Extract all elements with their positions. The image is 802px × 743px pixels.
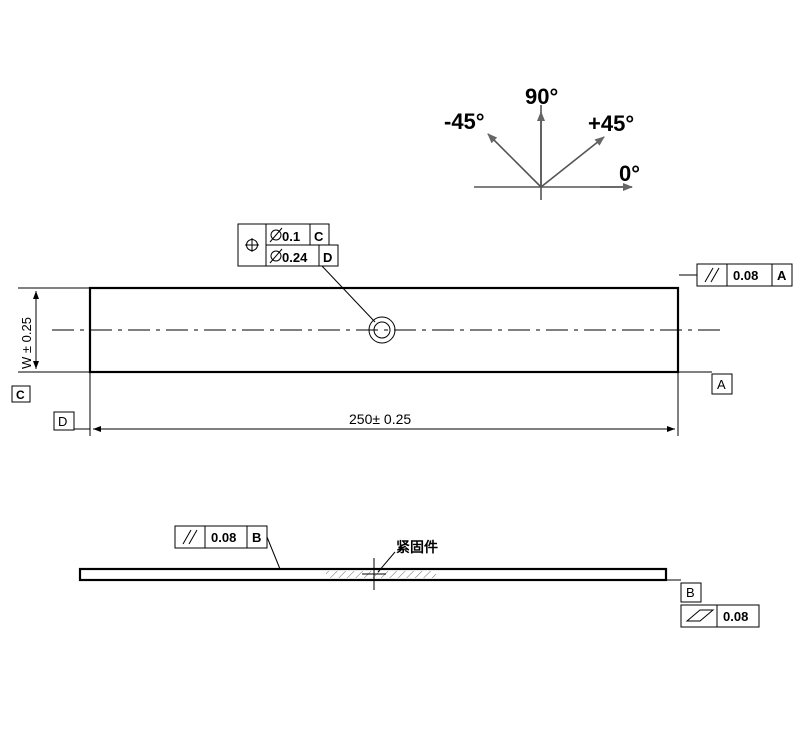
parallelism-a-tol: 0.08 xyxy=(733,268,758,283)
datum-d-box xyxy=(53,411,75,431)
diameter-symbol-icon-2 xyxy=(269,248,283,264)
datum-d-label: D xyxy=(58,414,67,429)
parallelism-symbol-icon xyxy=(704,267,720,283)
width-dimension-text: W ± 0.25 xyxy=(19,317,34,369)
top-view: 0.1 C 0.24 D 0.08 A A xyxy=(11,223,793,436)
parallelism-a-datum: A xyxy=(777,268,787,283)
datum-b-label: B xyxy=(686,585,695,600)
position-leader xyxy=(321,265,376,323)
datum-c-box xyxy=(11,385,31,403)
label-0-deg: 0° xyxy=(619,161,640,186)
fastener-label: 紧固件 xyxy=(396,539,438,555)
parallelism-frame-b: 0.08 B xyxy=(174,525,268,549)
hole-inner xyxy=(373,321,391,339)
parallelism-symbol-icon-b xyxy=(182,529,198,545)
position-tol-1: 0.1 xyxy=(282,229,300,244)
ply-angle-legend: 90° -45° +45° 0° xyxy=(444,84,640,200)
position-tol-2: 0.24 xyxy=(282,250,308,265)
plate-outline-side xyxy=(78,567,668,582)
arrow-minus45 xyxy=(487,133,542,188)
label-minus45-deg: -45° xyxy=(444,109,485,134)
flatness-tol: 0.08 xyxy=(723,609,748,624)
datum-a-label: A xyxy=(717,377,726,392)
parallelism-frame-a: 0.08 A xyxy=(679,263,793,287)
parallelism-b-datum: B xyxy=(252,530,261,545)
arrow-plus45 xyxy=(540,136,605,188)
fastener-leader xyxy=(377,551,396,573)
datum-c-label: C xyxy=(16,388,25,402)
diameter-symbol-icon xyxy=(269,227,283,243)
datum-a-box xyxy=(711,373,733,395)
datum-b-box xyxy=(680,582,702,603)
label-90-deg: 90° xyxy=(525,84,558,109)
position-datum-2: D xyxy=(323,250,332,265)
parallelism-b-tol: 0.08 xyxy=(211,530,236,545)
label-plus45-deg: +45° xyxy=(588,111,634,136)
flatness-frame: 0.08 xyxy=(680,604,760,628)
side-view: 紧固件 0.08 B B 0.08 xyxy=(78,525,760,628)
position-tolerance-frame: 0.1 C 0.24 D xyxy=(237,223,339,267)
parallelism-b-leader xyxy=(266,536,281,570)
flatness-symbol-icon xyxy=(685,609,715,622)
hole-outer xyxy=(368,316,396,344)
position-datum-1: C xyxy=(314,229,324,244)
length-dimension-text: 250± 0.25 xyxy=(349,411,411,427)
